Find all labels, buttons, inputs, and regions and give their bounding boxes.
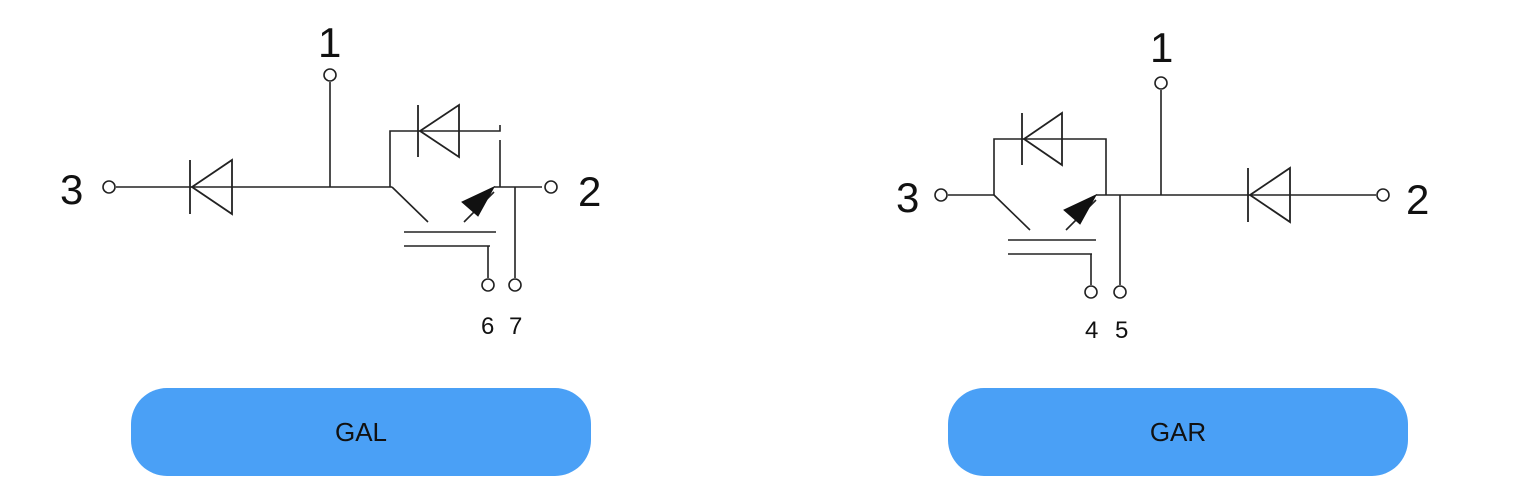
gal-igbt-icon bbox=[391, 185, 496, 247]
gar-circuit: 1 3 2 4 5 bbox=[896, 24, 1429, 344]
gar-freewheel-wire bbox=[993, 138, 1107, 195]
gal-circuit: 1 3 2 6 7 bbox=[60, 19, 601, 340]
gal-freewheel-diode-icon bbox=[417, 103, 460, 159]
gal-button[interactable]: GAL bbox=[131, 388, 591, 476]
gar-pin-label-4: 4 bbox=[1085, 317, 1098, 344]
gal-terminal-3 bbox=[102, 180, 116, 194]
gar-terminal-5 bbox=[1113, 285, 1127, 299]
gal-terminal-6 bbox=[481, 278, 495, 292]
gar-pin-label-3: 3 bbox=[896, 174, 919, 221]
gal-pin-label-7: 7 bbox=[509, 313, 522, 340]
gar-button[interactable]: GAR bbox=[948, 388, 1408, 476]
gar-pin-label-2: 2 bbox=[1406, 176, 1429, 223]
gal-pin-label-2: 2 bbox=[578, 168, 601, 215]
gar-igbt-icon bbox=[993, 193, 1098, 255]
gar-terminal-2 bbox=[1376, 188, 1390, 202]
gal-pin-label-3: 3 bbox=[60, 166, 83, 213]
gal-terminal-1 bbox=[323, 68, 337, 82]
gal-terminal-7 bbox=[508, 278, 522, 292]
gar-freewheel-diode-icon bbox=[1021, 111, 1063, 167]
gar-pin-label-5: 5 bbox=[1115, 317, 1128, 344]
gar-terminal-3 bbox=[934, 188, 948, 202]
gar-pin-label-1: 1 bbox=[1150, 24, 1173, 71]
gar-terminal-4 bbox=[1084, 285, 1098, 299]
gal-series-diode-icon bbox=[189, 158, 233, 216]
gal-freewheel-wire bbox=[389, 125, 501, 187]
gal-pin-label-1: 1 bbox=[318, 19, 341, 66]
gal-terminal-2 bbox=[544, 180, 558, 194]
gar-terminal-1 bbox=[1154, 76, 1168, 90]
gal-pin-label-6: 6 bbox=[481, 313, 494, 340]
gar-series-diode-icon bbox=[1247, 166, 1291, 224]
